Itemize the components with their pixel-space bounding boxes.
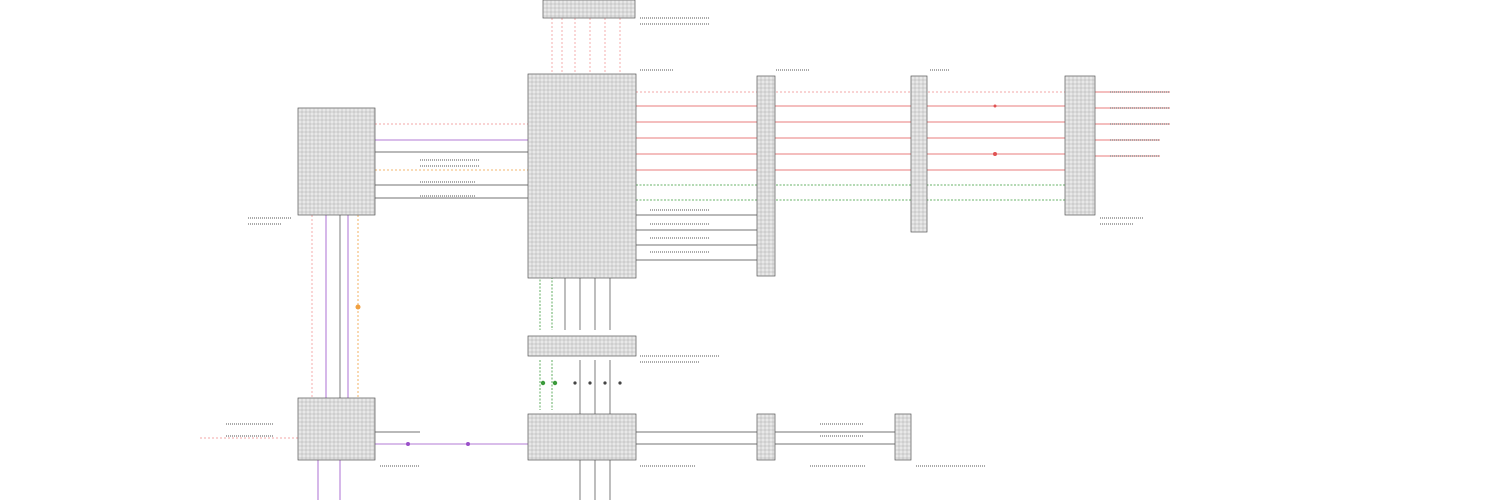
component-blocks bbox=[297, 0, 1096, 461]
left-upper-module bbox=[297, 107, 376, 216]
central-module-body bbox=[527, 73, 637, 279]
wire-harness bbox=[200, 18, 1170, 500]
central-module bbox=[527, 73, 637, 279]
central-lower-connector bbox=[527, 335, 637, 357]
top-connector-body bbox=[542, 0, 636, 19]
central-lower-connector-body bbox=[527, 335, 637, 357]
junction-dots bbox=[355, 104, 997, 446]
bottom-connector-1-body bbox=[756, 413, 776, 461]
bottom-connector-2 bbox=[894, 413, 912, 461]
junction-dot bbox=[552, 380, 558, 386]
junction-dot bbox=[588, 381, 592, 385]
top-connector bbox=[542, 0, 636, 19]
junction-dot bbox=[466, 442, 470, 446]
left-lower-module bbox=[297, 397, 376, 461]
right-connector-2 bbox=[910, 75, 928, 233]
junction-dot bbox=[618, 381, 622, 385]
left-lower-module-body bbox=[297, 397, 376, 461]
junction-dot bbox=[993, 104, 997, 108]
bottom-wires bbox=[200, 431, 895, 445]
label-marks bbox=[226, 17, 1170, 467]
junction-dot bbox=[540, 380, 546, 386]
central-bottom-module-body bbox=[527, 413, 637, 461]
junction-dot bbox=[603, 381, 607, 385]
power-wires-top bbox=[551, 18, 621, 74]
junction-dot bbox=[573, 381, 577, 385]
bottom-connector-1 bbox=[756, 413, 776, 461]
right-connector-1 bbox=[756, 75, 776, 277]
far-right-module bbox=[1064, 75, 1096, 216]
central-bottom-module bbox=[527, 413, 637, 461]
far-right-module-body bbox=[1064, 75, 1096, 216]
junction-dot bbox=[406, 442, 410, 446]
junction-dot bbox=[993, 152, 997, 156]
junction-dot bbox=[355, 304, 361, 310]
